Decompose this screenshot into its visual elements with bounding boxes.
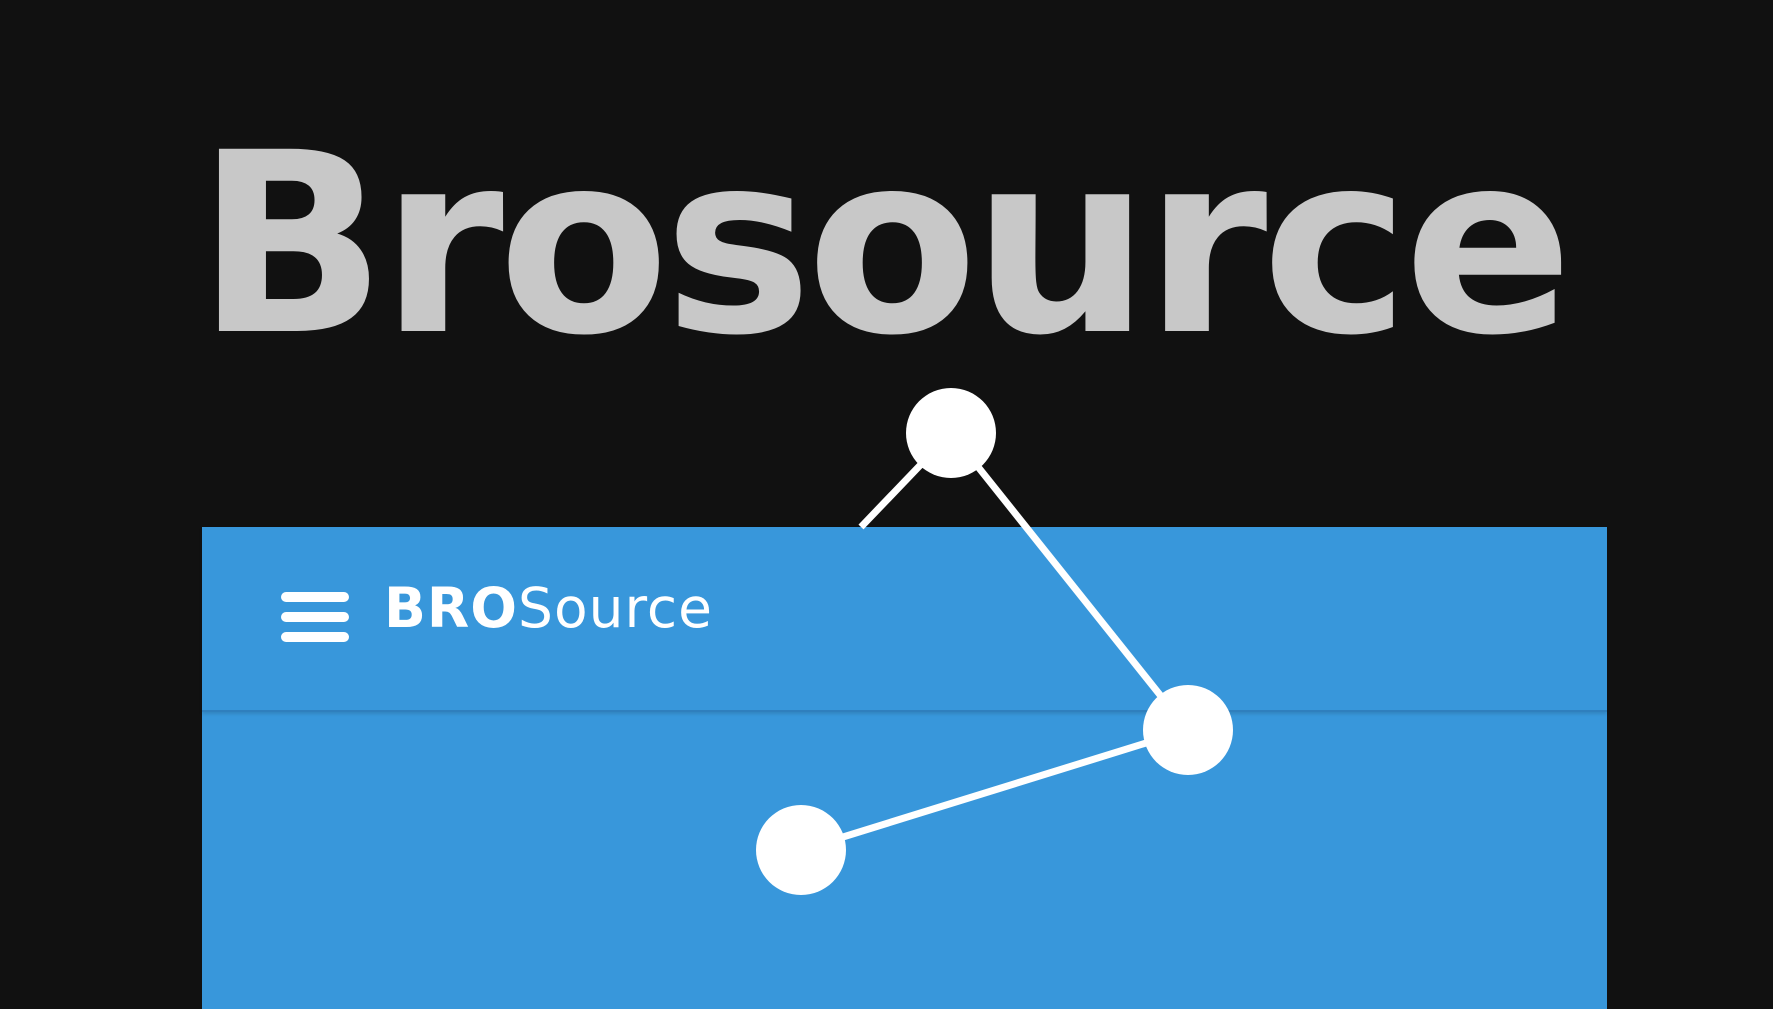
- network-edge: [858, 430, 954, 530]
- menu-bar-icon: [281, 592, 349, 602]
- brand-logo[interactable]: BROSource: [384, 581, 713, 636]
- app-preview: BROSource: [202, 527, 1607, 1009]
- logo-text-bold: BRO: [384, 576, 519, 640]
- menu-bar-icon: [281, 632, 349, 642]
- menu-bar-icon: [281, 612, 349, 622]
- logo-text-regular: Source: [518, 576, 713, 640]
- hero-title: Brosource: [196, 99, 1573, 390]
- app-header: BROSource: [202, 527, 1607, 712]
- hamburger-menu-button[interactable]: [279, 585, 351, 649]
- network-node: [906, 388, 996, 478]
